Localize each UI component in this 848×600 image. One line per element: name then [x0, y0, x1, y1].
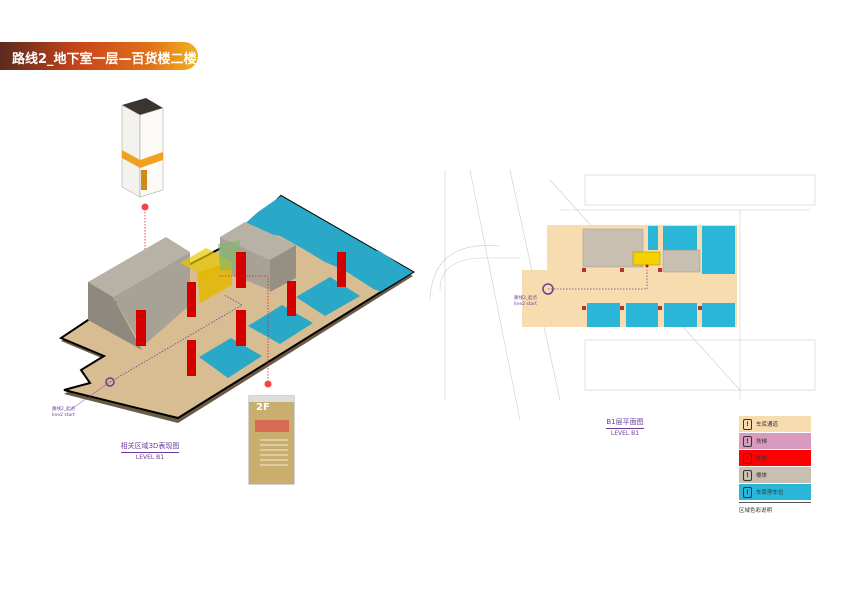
view3d-title: 相关区域3D表现图: [120, 441, 180, 453]
legend-caption: 区域色彩说明: [739, 502, 811, 514]
page-title: 路线2_地下室一层—百货楼二楼: [12, 52, 197, 67]
plan-caption: B1层平面图 LEVEL B1: [575, 409, 675, 437]
start-label-en: line2 start: [514, 302, 537, 307]
start-point-icon: [105, 377, 115, 387]
legend-label: 扶梯: [756, 439, 768, 445]
exclamation-icon: !: [743, 452, 752, 464]
legend-label: 楼体: [756, 473, 768, 479]
exclamation-icon: !: [743, 469, 752, 481]
location-marker-icon: [264, 380, 272, 388]
exclamation-icon: !: [743, 486, 752, 498]
view3d-caption: 相关区域3D表现图 LEVEL B1: [100, 433, 200, 461]
start-label-plan: 路线2_起点 line2 start: [514, 296, 537, 308]
legend-label: 车库通道: [756, 422, 779, 428]
route-path-3d: [69, 275, 272, 411]
exclamation-icon: !: [743, 418, 752, 430]
legend-item-parking: ! 车库停车位: [739, 484, 811, 500]
floor-plan-b1: [429, 169, 816, 421]
view3d-level: LEVEL B1: [135, 454, 165, 461]
legend-label: 柱体: [756, 456, 768, 462]
sign-floor-label: 2F: [256, 402, 270, 413]
columns-3d: [136, 252, 346, 376]
legend-item-building: ! 楼体: [739, 467, 811, 483]
legend-item-column: ! 柱体: [739, 450, 811, 466]
plan-title: B1层平面图: [606, 417, 644, 429]
signage-pillar-3d: [121, 98, 164, 198]
signage-panel-preview: [248, 395, 295, 485]
location-marker-icon: [141, 203, 149, 211]
start-label-3d: 路线2_起点 line2 start: [52, 407, 75, 419]
exclamation-icon: !: [743, 435, 752, 447]
start-point-icon: [542, 283, 554, 295]
start-label-cn: 路线2_起点: [514, 296, 538, 301]
title-banner: 路线2_地下室一层—百货楼二楼: [0, 42, 198, 70]
legend-item-garage-aisle: ! 车库通道: [739, 416, 811, 432]
plan-level: LEVEL B1: [610, 430, 640, 437]
legend-label: 车库停车位: [756, 490, 784, 496]
legend-item-escalator: ! 扶梯: [739, 433, 811, 449]
color-legend: ! 车库通道 ! 扶梯 ! 柱体 ! 楼体 ! 车库停车位 区域色彩说明: [739, 416, 811, 514]
start-label-en: line2 start: [52, 413, 75, 418]
escalator-3d: [180, 240, 240, 303]
start-label-cn: 路线2_起点: [52, 407, 76, 412]
